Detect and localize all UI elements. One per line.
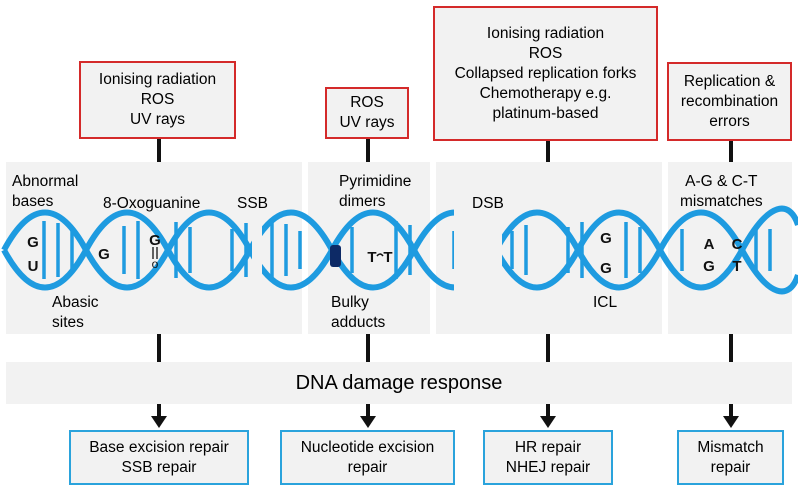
cause-1-line-3: UV rays xyxy=(129,111,186,128)
thymine-dimer-link xyxy=(376,253,384,257)
repair-box-2: Nucleotide excision repair xyxy=(280,430,455,485)
cause-2-line-2: UV rays xyxy=(339,114,395,131)
label-dsb: DSB xyxy=(472,195,504,212)
connector-panel-4 xyxy=(729,334,733,362)
damage-panel-1 xyxy=(6,162,302,334)
connector-panel-2 xyxy=(366,334,370,362)
base-c-1: C xyxy=(732,236,743,253)
connector-cause-4 xyxy=(729,140,733,162)
cause-4-line-2: recombination xyxy=(680,92,779,110)
repair-1-line-1: Base excision repair xyxy=(89,438,229,456)
cause-box-1: Ionising radiation ROS UV rays xyxy=(79,61,236,139)
cause-2-line-1: ROS xyxy=(350,94,384,111)
base-u-1: U xyxy=(28,258,39,275)
repair-3-line-1: HR repair xyxy=(514,438,582,456)
connector-panel-3 xyxy=(546,334,550,362)
base-g-3: G xyxy=(149,232,161,249)
label-ssb: SSB xyxy=(237,195,269,212)
base-g-4: G xyxy=(600,230,612,247)
cause-box-3: Ionising radiation ROS Collapsed replica… xyxy=(433,6,658,141)
label-bulky-adducts: Bulky adducts xyxy=(331,294,386,331)
repair-box-3: HR repair NHEJ repair xyxy=(483,430,613,485)
base-oxo-o: o xyxy=(152,257,159,271)
repair-2-line-1: Nucleotide excision xyxy=(300,438,435,456)
repair-4-line-2: repair xyxy=(710,458,751,476)
arrow-head-4 xyxy=(723,416,739,428)
dna-damage-response-bar: DNA damage response xyxy=(6,362,792,404)
base-t-3: T xyxy=(732,258,741,275)
bulky-adduct-marker xyxy=(330,245,341,267)
label-icl: ICL xyxy=(593,294,618,311)
base-g-1: G xyxy=(27,234,39,251)
base-t-2: T xyxy=(383,249,392,266)
repair-1-line-2: SSB repair xyxy=(121,458,197,476)
repair-box-4: Mismatch repair xyxy=(677,430,784,485)
arrows-to-repair xyxy=(151,404,739,428)
cause-3-line-2: ROS xyxy=(528,44,563,62)
connector-cause-1 xyxy=(157,138,161,162)
cause-3-line-4: Chemotherapy e.g. xyxy=(479,84,612,102)
base-g-6: G xyxy=(703,258,715,275)
dna-damage-response-label: DNA damage response xyxy=(295,371,503,394)
cause-box-4: Replication & recombination errors xyxy=(667,62,792,141)
label-mismatches: A-G & C-T mismatches xyxy=(680,173,763,210)
arrow-head-3 xyxy=(540,416,556,428)
connector-cause-2 xyxy=(366,138,370,162)
label-8-oxoguanine: 8-Oxoguanine xyxy=(103,195,201,212)
base-g-5: G xyxy=(600,260,612,277)
arrow-head-1 xyxy=(151,416,167,428)
cause-3-line-3: Collapsed replication forks xyxy=(454,64,637,82)
repair-4-line-1: Mismatch xyxy=(697,438,764,456)
cause-4-line-1: Replication & xyxy=(683,72,776,90)
cause-4-line-3: errors xyxy=(709,112,750,130)
dna-helix: G U G G T T G G A G C T o xyxy=(1,205,798,295)
connector-panel-1 xyxy=(157,334,161,362)
repair-3-line-2: NHEJ repair xyxy=(505,458,591,476)
repair-box-1: Base excision repair SSB repair xyxy=(69,430,249,485)
cause-3-line-1: Ionising radiation xyxy=(486,24,605,42)
label-pyrimidine-dimers: Pyrimidine dimers xyxy=(339,173,412,210)
base-g-2: G xyxy=(98,246,110,263)
arrow-head-2 xyxy=(360,416,376,428)
connector-cause-3 xyxy=(546,140,550,162)
label-abasic-sites: Abasic sites xyxy=(52,294,99,331)
base-a-1: A xyxy=(704,236,715,253)
cause-1-line-1: Ionising radiation xyxy=(98,71,217,88)
cause-box-2: ROS UV rays xyxy=(325,87,409,139)
base-t-1: T xyxy=(367,249,376,266)
cause-3-line-5: platinum-based xyxy=(492,104,599,122)
repair-2-line-2: repair xyxy=(347,458,388,476)
label-abnormal-bases: Abnormal bases xyxy=(12,173,79,210)
helix-rungs xyxy=(42,221,772,279)
cause-1-line-2: ROS xyxy=(140,91,175,108)
